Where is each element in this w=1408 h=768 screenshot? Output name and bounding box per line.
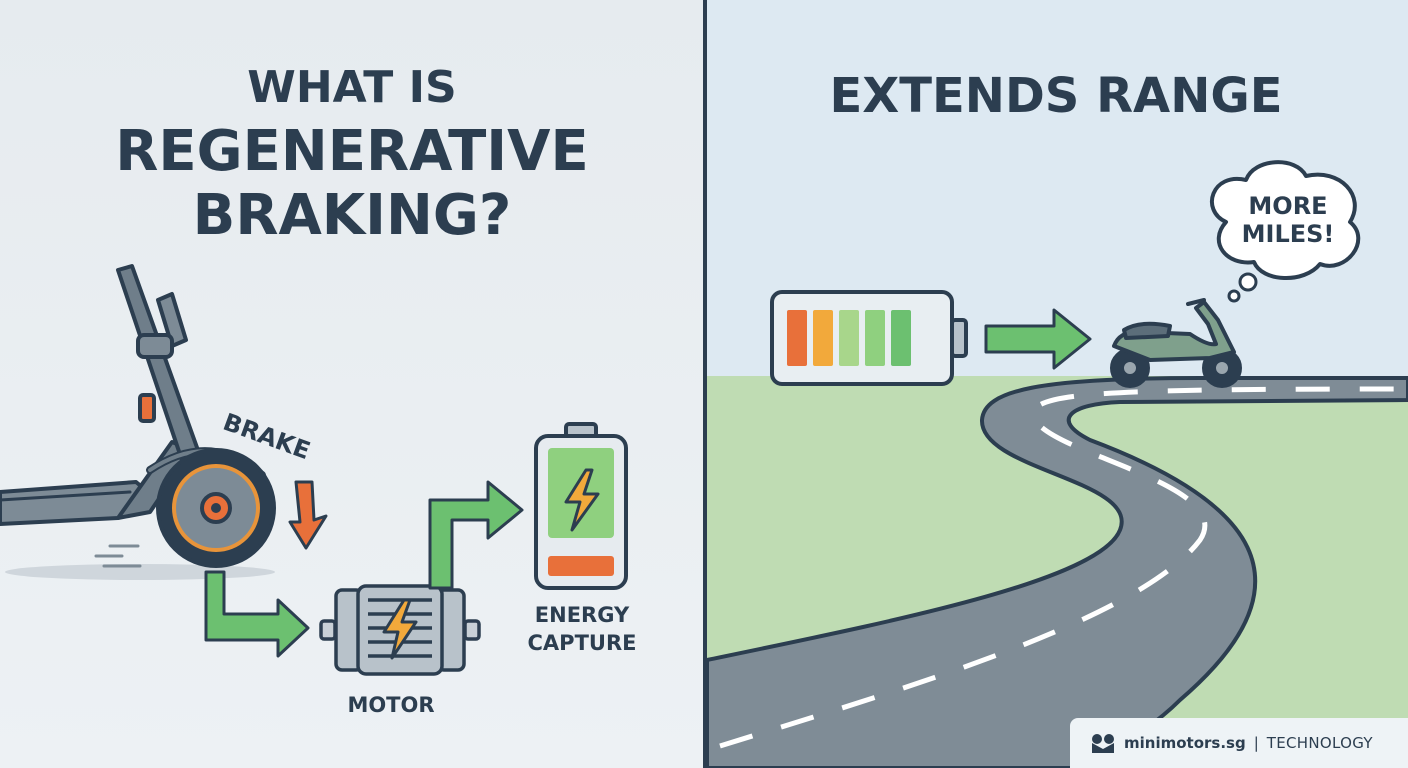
- brake-arrow-icon: [288, 480, 328, 550]
- left-title-line3: BRAKING?: [193, 183, 512, 248]
- panel-divider: [703, 0, 707, 768]
- energy-label-line1: ENERGY: [535, 603, 630, 627]
- arrow-battery-to-moped-icon: [984, 308, 1092, 370]
- battery-horizontal-icon: [770, 290, 968, 386]
- footer-badge: minimotors.sg | TECHNOLOGY: [1070, 718, 1408, 768]
- arrow-motor-to-battery-icon: [428, 480, 524, 590]
- footer-separator: |: [1253, 734, 1259, 752]
- left-title-line1: WHAT IS: [247, 62, 456, 113]
- energy-label-line2: CAPTURE: [528, 631, 637, 655]
- battery-icon: [534, 422, 628, 590]
- left-title-line2: REGENERATIVE: [115, 119, 588, 184]
- arrow-wheel-to-motor-icon: [204, 570, 310, 658]
- left-panel: WHAT IS REGENERATIVE BRAKING? BRAKE: [0, 0, 703, 768]
- footer-category: TECHNOLOGY: [1266, 734, 1373, 752]
- thought-bubble-icon: [1209, 160, 1361, 303]
- footer-brand[interactable]: minimotors.sg: [1124, 734, 1246, 752]
- scooter-icon: [0, 264, 276, 580]
- moped-icon: [1110, 298, 1242, 388]
- thought-line2: MILES!: [1242, 220, 1335, 248]
- right-title: EXTENDS RANGE: [829, 68, 1282, 124]
- right-panel: EXTENDS RANGE: [705, 0, 1408, 768]
- motor-icon: [319, 584, 481, 676]
- logo-icon: [1092, 734, 1114, 753]
- motor-label: MOTOR: [347, 693, 434, 717]
- thought-line1: MORE: [1248, 192, 1327, 220]
